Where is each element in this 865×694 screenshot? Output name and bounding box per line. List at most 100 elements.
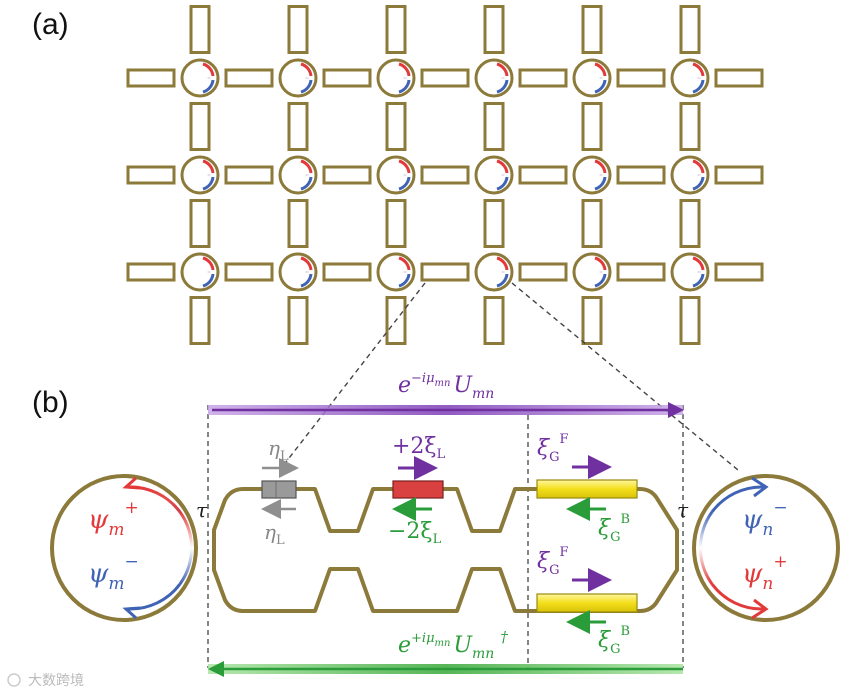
ring-mode-arc-red: [300, 159, 313, 174]
ring-resonator: [474, 58, 514, 98]
ring-mode-arc-red: [594, 62, 607, 77]
vertical-link-waveguide: [679, 5, 701, 54]
ring-resonator: [572, 58, 612, 98]
right-ring-resonator: ψn− ψn+: [692, 474, 840, 622]
ring-mode-arc-red: [300, 256, 313, 271]
ring-mode-arc-blue: [692, 176, 705, 191]
left-ring-lower-mode-label: ψm−: [88, 552, 139, 594]
ring-mode-arc-blue: [202, 79, 215, 94]
ring-mode-arc-red: [398, 62, 411, 77]
horizontal-link-waveguide: [518, 165, 568, 185]
ring-mode-arc-red: [692, 159, 705, 174]
gray-block-bottom-label: ηL: [264, 520, 285, 548]
ring-mode-arc-red: [496, 256, 509, 271]
gray-loss-block: ηL ηL: [261, 436, 299, 548]
ring-mode-arc-blue: [398, 273, 411, 288]
watermark-logo-icon: [7, 673, 21, 687]
ring-mode-arc-red: [496, 62, 509, 77]
vertical-link-waveguide: [287, 296, 309, 345]
left-ring-upper-mode-label: ψm+: [88, 498, 139, 540]
yellow-bottom-backward-label: ξGB: [598, 624, 630, 657]
horizontal-link-waveguide: [126, 165, 176, 185]
ring-resonator: [572, 155, 612, 195]
vertical-link-waveguide: [581, 199, 603, 248]
vertical-link-waveguide: [483, 5, 505, 54]
gray-block-top-label: ηL: [268, 436, 289, 464]
tau-left-label: τ: [196, 498, 208, 522]
red-block-bottom-label: −2ξL: [388, 519, 442, 547]
yellow-top-forward-label: ξGF: [537, 432, 569, 465]
panel-label-a: (a): [32, 8, 69, 41]
yellow-block-top: ξGF ξGB: [536, 432, 638, 545]
yellow-block-bottom: ξGF ξGB: [536, 545, 638, 657]
ring-resonator: [180, 252, 220, 292]
vertical-link-waveguide: [287, 5, 309, 54]
horizontal-link-waveguide: [420, 68, 470, 88]
resonator-lattice: [126, 5, 764, 345]
horizontal-link-waveguide: [420, 165, 470, 185]
ring-mode-arc-blue: [398, 176, 411, 191]
ring-mode-arc-red: [496, 159, 509, 174]
ring-resonator: [670, 155, 710, 195]
ring-resonator: [278, 252, 318, 292]
ring-mode-arc-red: [300, 62, 313, 77]
ring-mode-arc-red: [202, 256, 215, 271]
ring-resonator: [278, 155, 318, 195]
ring-mode-arc-red: [398, 159, 411, 174]
horizontal-link-waveguide: [322, 165, 372, 185]
horizontal-link-waveguide: [518, 68, 568, 88]
tau-right-label: τ: [677, 498, 689, 522]
vertical-link-waveguide: [581, 5, 603, 54]
ring-mode-arc-red: [202, 159, 215, 174]
link-waveguide-outline: [212, 487, 679, 613]
horizontal-link-waveguide: [616, 165, 666, 185]
horizontal-link-waveguide: [126, 68, 176, 88]
vertical-link-waveguide: [483, 199, 505, 248]
ring-mode-arc-blue: [300, 79, 313, 94]
ring-resonator: [670, 252, 710, 292]
ring-mode-arc-red: [692, 62, 705, 77]
ring-resonator: [376, 58, 416, 98]
horizontal-link-waveguide: [420, 262, 470, 282]
ring-mode-arc-red: [398, 256, 411, 271]
red-gain-block: +2ξL −2ξL: [388, 434, 446, 547]
ring-mode-arc-blue: [496, 79, 509, 94]
ring-resonator: [376, 155, 416, 195]
vertical-link-waveguide: [385, 5, 407, 54]
vertical-link-waveguide: [287, 102, 309, 151]
vertical-link-waveguide: [385, 102, 407, 151]
ring-mode-arc-red: [594, 159, 607, 174]
ring-mode-arc-blue: [594, 273, 607, 288]
vertical-link-waveguide: [483, 102, 505, 151]
ring-mode-arc-blue: [594, 176, 607, 191]
ring-resonator: [474, 252, 514, 292]
yellow-bottom-forward-label: ξGF: [537, 545, 569, 578]
ring-resonator: [572, 252, 612, 292]
horizontal-link-waveguide: [714, 68, 764, 88]
vertical-link-waveguide: [189, 5, 211, 54]
ring-mode-arc-blue: [300, 273, 313, 288]
ring-mode-arc-blue: [202, 176, 215, 191]
ring-mode-arc-blue: [692, 79, 705, 94]
vertical-link-waveguide: [679, 199, 701, 248]
ring-resonator: [278, 58, 318, 98]
right-ring-lower-mode-label: ψn+: [742, 552, 788, 594]
vertical-link-waveguide: [581, 296, 603, 345]
watermark: 大数跨境: [7, 673, 84, 689]
panel-label-b: (b): [32, 386, 69, 419]
horizontal-link-waveguide: [224, 165, 274, 185]
ring-resonator: [376, 252, 416, 292]
ring-mode-arc-blue: [202, 273, 215, 288]
ring-mode-arc-blue: [496, 273, 509, 288]
ring-resonator: [180, 155, 220, 195]
horizontal-link-waveguide: [616, 68, 666, 88]
horizontal-link-waveguide: [616, 262, 666, 282]
vertical-link-waveguide: [287, 199, 309, 248]
left-ring-resonator: ψm+ ψm−: [50, 474, 198, 622]
horizontal-link-waveguide: [224, 68, 274, 88]
